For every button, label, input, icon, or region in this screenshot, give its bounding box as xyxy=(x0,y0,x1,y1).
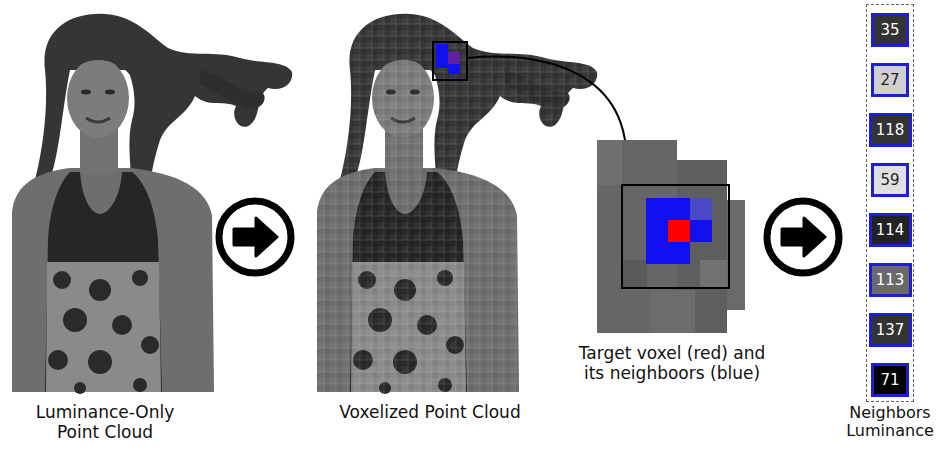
neighbor-voxel xyxy=(646,242,668,264)
neighbor-voxel xyxy=(690,220,712,242)
neighbor-voxel xyxy=(668,198,690,220)
panel-caption: Neighbors Luminance xyxy=(840,404,940,439)
luminance-cell: 27 xyxy=(871,63,909,97)
small-highlight xyxy=(448,52,460,64)
luminance-cell: 118 xyxy=(869,113,912,147)
small-highlight xyxy=(448,64,460,74)
luminance-value: 137 xyxy=(876,323,905,338)
zoom-box xyxy=(433,42,467,80)
luminance-value: 27 xyxy=(880,73,899,88)
luminance-value: 118 xyxy=(876,123,905,138)
inset-voxel xyxy=(622,260,647,288)
luminance-cell: 113 xyxy=(869,263,912,297)
arrow-shape xyxy=(782,218,825,256)
neighbor-voxel xyxy=(690,198,712,220)
caption-label: Target voxel (red) and its neighboors (b… xyxy=(577,343,767,384)
neighbor-voxel xyxy=(668,242,690,264)
small-highlight xyxy=(436,44,448,68)
inset-voxel xyxy=(700,260,727,288)
luminance-cell: 59 xyxy=(871,163,909,197)
luminance-value: 35 xyxy=(880,23,899,38)
zoomed-inset xyxy=(597,140,745,333)
arrow-ring xyxy=(767,201,839,273)
luminance-value: 59 xyxy=(880,173,899,188)
voxel-grid xyxy=(300,0,600,400)
luminance-point-cloud xyxy=(12,14,292,394)
step-arrow xyxy=(767,201,839,273)
voxelized-point-cloud xyxy=(300,0,600,400)
luminance-cell: 137 xyxy=(869,313,912,347)
step-arrow xyxy=(219,201,291,273)
neighbor-voxel xyxy=(646,198,668,220)
inset-voxel xyxy=(650,290,695,333)
luminance-cell: 114 xyxy=(869,213,912,247)
arrow-ring xyxy=(219,201,291,273)
inset-frame xyxy=(622,185,729,288)
neighbor-panel: 35271185911411313771Neighbors Luminance xyxy=(866,4,914,402)
arrow-shape xyxy=(234,218,277,256)
luminance-value: 71 xyxy=(880,373,899,388)
target-voxel xyxy=(668,220,690,242)
caption-label: Luminance-Only Point Cloud xyxy=(20,402,190,443)
luminance-value: 114 xyxy=(876,223,905,238)
luminance-cell: 71 xyxy=(871,363,909,397)
luminance-cell: 35 xyxy=(871,13,909,47)
neighbor-voxel xyxy=(646,220,668,242)
inset-voxel xyxy=(597,140,622,185)
caption-label: Voxelized Point Cloud xyxy=(310,402,550,422)
luminance-value: 113 xyxy=(876,273,905,288)
